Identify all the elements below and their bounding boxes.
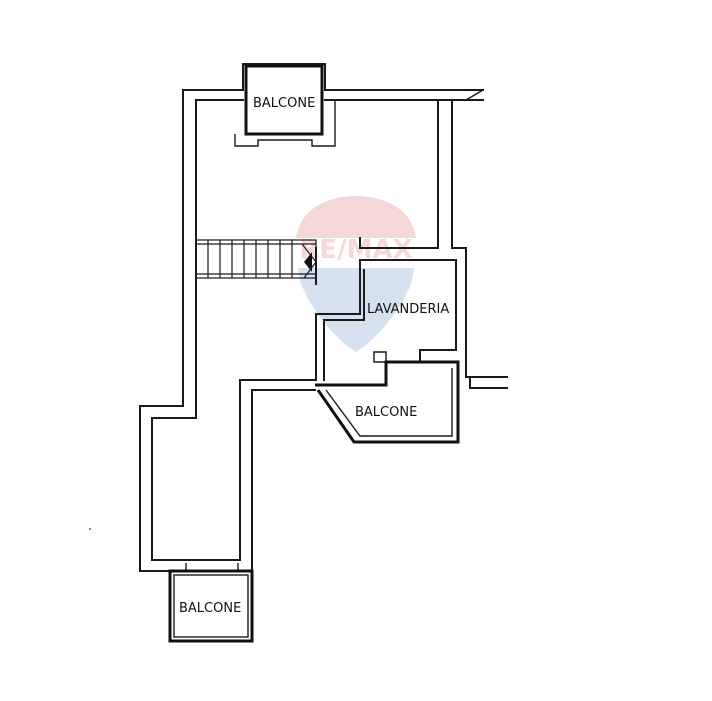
stair-arrow-icon [304, 252, 312, 272]
balcone-bottom-inner [173, 574, 249, 638]
balcone-middle-inner [325, 368, 453, 437]
inner-wall-outline [151, 99, 484, 561]
right-wall-upper [359, 99, 508, 389]
balcone-middle-label: BALCONE [355, 405, 417, 420]
lavanderia-room: LAVANDERIA [315, 247, 457, 381]
watermark-balloon-bottom [298, 268, 414, 352]
lavanderia-door-frame [373, 351, 387, 363]
balcone-top-label: BALCONE [253, 96, 315, 111]
balcone-top-sill [234, 100, 336, 147]
balcone-middle: BALCONE [315, 360, 460, 444]
outer-wall-outline [139, 63, 484, 572]
lavanderia-walls [315, 247, 457, 381]
balcone-bottom-outline [168, 569, 254, 643]
lavanderia-label: LAVANDERIA [367, 302, 449, 317]
speck-mark [89, 528, 91, 530]
staircase [195, 239, 317, 279]
watermark-balloon-top [296, 196, 416, 238]
balcone-bottom-label: BALCONE [179, 601, 241, 616]
balcone-top-outline [244, 64, 324, 136]
balcone-middle-outline [315, 360, 460, 444]
balcone-bottom: BALCONE [168, 563, 254, 643]
right-wall-cap [452, 89, 484, 101]
balcone-top: BALCONE [234, 64, 336, 147]
